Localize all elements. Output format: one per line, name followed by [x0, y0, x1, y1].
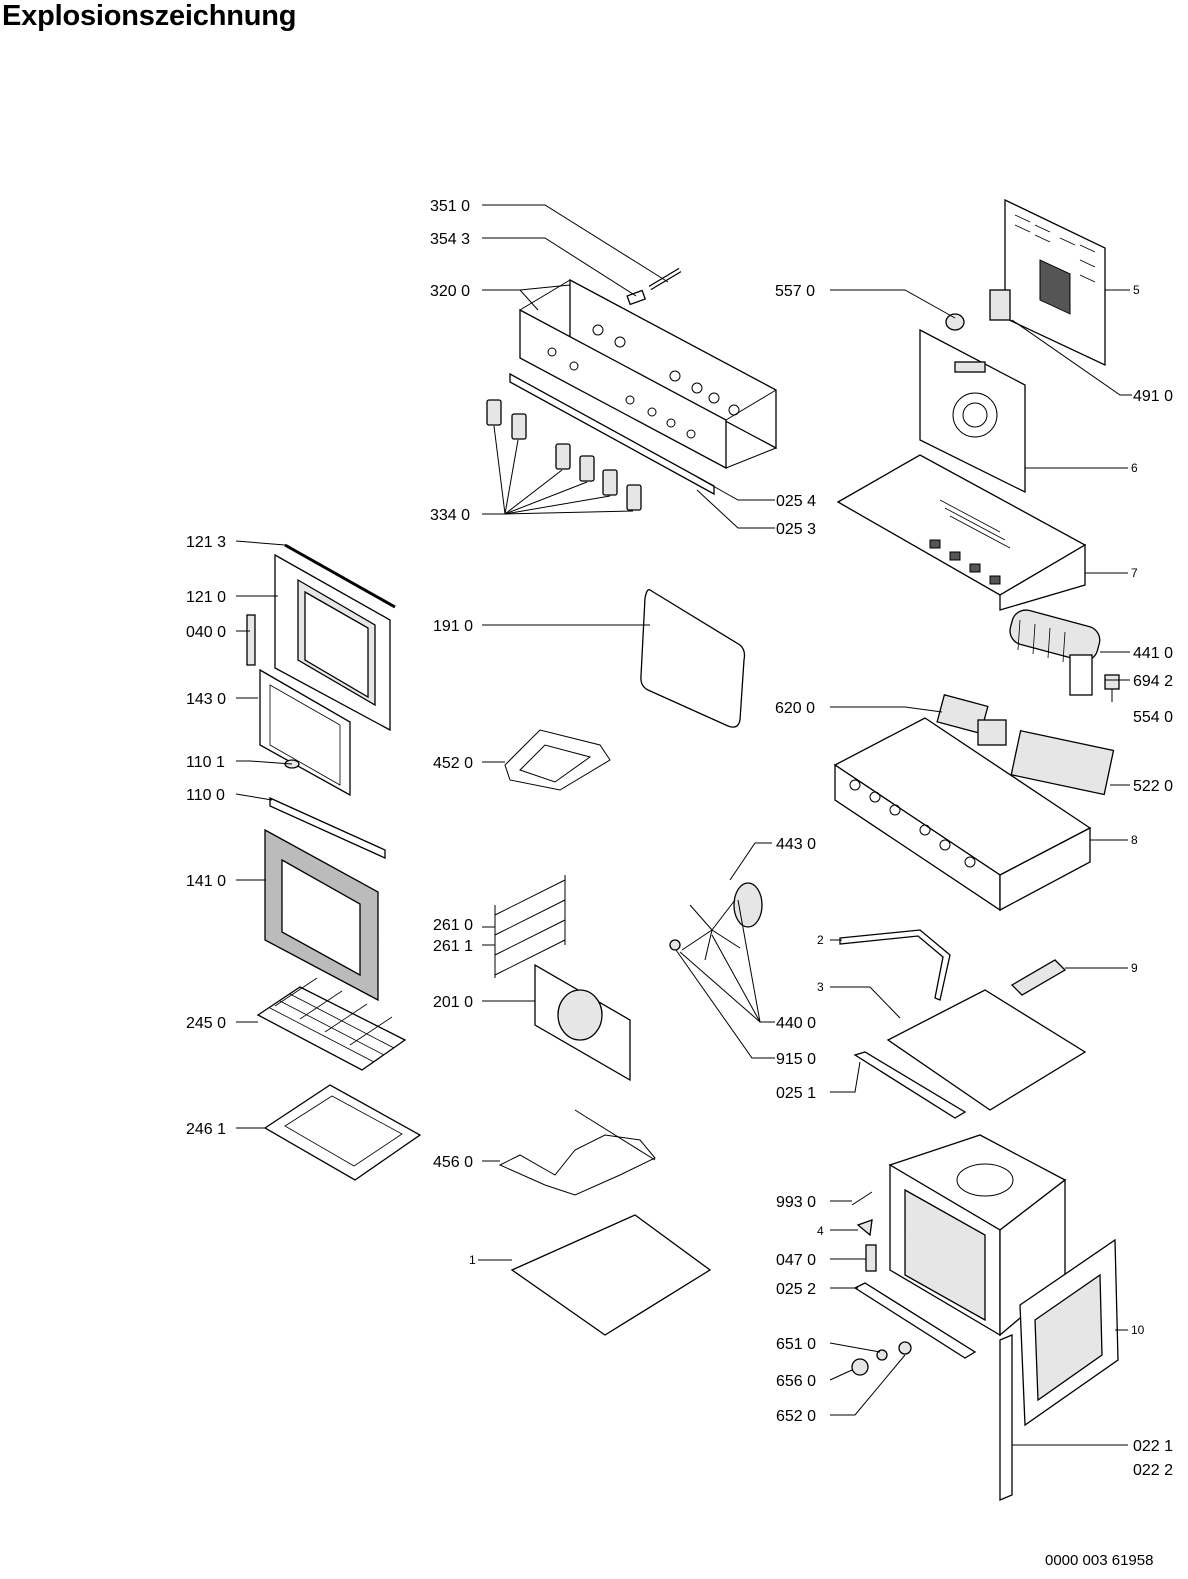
part-label: 110 0 — [186, 787, 225, 804]
part-label: 1 — [469, 1253, 476, 1267]
part-label: 656 0 — [776, 1373, 816, 1390]
part-label: 554 0 — [1133, 709, 1173, 726]
part-label: 245 0 — [186, 1015, 226, 1032]
part-label: 040 0 — [186, 624, 226, 641]
part-label: 141 0 — [186, 873, 226, 890]
part-label: 191 0 — [433, 618, 473, 635]
center-parts-group — [494, 589, 763, 1336]
part-label: 334 0 — [430, 507, 470, 524]
part-label: 143 0 — [186, 691, 226, 708]
part-label: 440 0 — [776, 1015, 816, 1032]
part-number-labels: 351 0 354 3 320 0 334 0 025 4 025 3 557 … — [186, 198, 1173, 1479]
part-label: 7 — [1131, 566, 1138, 580]
part-label: 557 0 — [775, 283, 815, 300]
part-label: 452 0 — [433, 755, 473, 772]
part-label: 025 4 — [776, 493, 816, 510]
part-label: 261 0 — [433, 917, 473, 934]
part-label: 491 0 — [1133, 388, 1173, 405]
part-label: 6 — [1131, 461, 1138, 475]
part-label: 320 0 — [430, 283, 470, 300]
part-label: 025 3 — [776, 521, 816, 538]
part-label: 4 — [817, 1224, 824, 1238]
part-label: 121 0 — [186, 589, 226, 606]
part-label: 915 0 — [776, 1051, 816, 1068]
page-title: Explosionszeichnung — [2, 0, 297, 32]
chassis-group — [839, 929, 1119, 1501]
part-label: 441 0 — [1133, 645, 1173, 662]
control-panel-group — [486, 267, 777, 511]
part-label: 8 — [1131, 833, 1138, 847]
door-group — [246, 543, 422, 1181]
part-label: 022 1 — [1133, 1438, 1173, 1455]
part-label: 022 2 — [1133, 1462, 1173, 1479]
part-label: 351 0 — [430, 198, 470, 215]
part-label: 5 — [1133, 283, 1140, 297]
part-label: 620 0 — [775, 700, 815, 717]
rear-panel-group — [836, 198, 1106, 611]
part-label: 694 2 — [1133, 673, 1173, 690]
part-label: 047 0 — [776, 1252, 816, 1269]
part-label: 354 3 — [430, 231, 470, 248]
part-label: 443 0 — [776, 836, 816, 853]
part-label: 993 0 — [776, 1194, 816, 1211]
part-label: 261 1 — [433, 938, 473, 955]
leader-lines — [235, 204, 1132, 1446]
part-label: 025 1 — [776, 1085, 816, 1102]
part-label: 652 0 — [776, 1408, 816, 1425]
document-number: 0000 003 61958 — [1045, 1552, 1154, 1569]
part-label: 2 — [817, 933, 824, 947]
part-label: 10 — [1131, 1323, 1145, 1337]
part-label: 110 1 — [186, 754, 225, 771]
part-label: 201 0 — [433, 994, 473, 1011]
part-label: 121 3 — [186, 534, 226, 551]
part-label: 456 0 — [433, 1154, 473, 1171]
part-label: 651 0 — [776, 1336, 816, 1353]
part-label: 522 0 — [1133, 778, 1173, 795]
part-label: 246 1 — [186, 1121, 226, 1138]
part-label: 025 2 — [776, 1281, 816, 1298]
part-label: 3 — [817, 980, 824, 994]
part-label: 9 — [1131, 961, 1138, 975]
base-housing-group — [833, 609, 1120, 912]
